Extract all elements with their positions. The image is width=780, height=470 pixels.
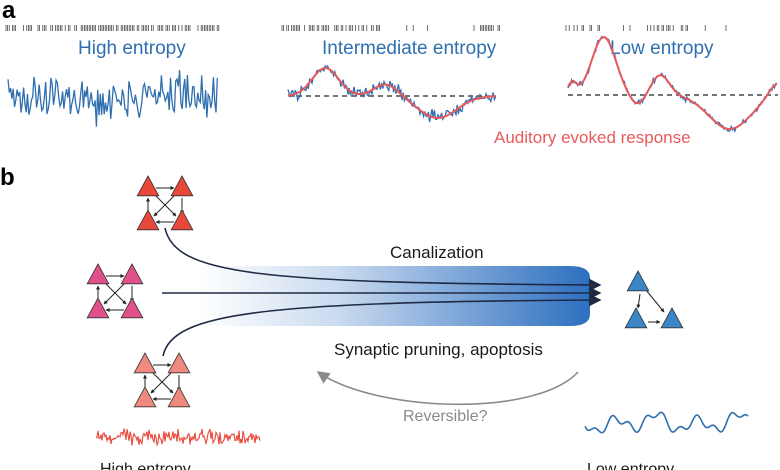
flow-arrow-bottom <box>162 293 602 357</box>
network-low-entropy <box>624 270 684 329</box>
evoked-curve-intermediate <box>287 66 496 119</box>
trace-title-intermediate-entropy: Intermediate entropy <box>322 38 497 59</box>
reversible-arrow <box>316 371 579 406</box>
synapse-link <box>150 370 174 394</box>
panel-a-letter: a <box>2 0 16 24</box>
neuron-triangle <box>133 352 157 374</box>
neuron-triangle <box>120 263 144 285</box>
reversible-label: Reversible? <box>403 408 488 425</box>
neuron-triangle <box>133 386 157 408</box>
neuron-triangle <box>86 263 110 285</box>
low-entropy-label: Low entropy <box>587 461 674 470</box>
neuron-triangle <box>167 386 191 408</box>
network-high-entropy-middle <box>86 263 144 319</box>
neuron-triangle <box>167 352 191 374</box>
pruning-label: Synaptic pruning, apoptosis <box>334 340 543 359</box>
neuron-triangle <box>624 307 648 329</box>
neuron-triangle <box>170 209 194 231</box>
neuron-triangle <box>86 297 110 319</box>
trace-high-entropy <box>7 70 218 127</box>
trace-intermediate-entropy <box>287 64 497 123</box>
raster-low-entropy <box>565 25 727 31</box>
raster-high-entropy <box>5 25 220 31</box>
neuron-triangle <box>136 175 160 197</box>
network-high-entropy-bottom <box>133 352 191 408</box>
canalization-label: Canalization <box>390 243 484 262</box>
signal-high-entropy <box>95 428 261 447</box>
high-entropy-label: High entropy <box>100 461 191 470</box>
network-high-entropy-top <box>136 175 194 231</box>
synapse-link <box>153 193 177 217</box>
canalization-funnel <box>200 266 590 326</box>
synapse-link <box>645 289 665 313</box>
trace-title-low-entropy: Low entropy <box>610 38 714 59</box>
flow-arrow-top <box>164 227 602 292</box>
neuron-triangle <box>660 307 684 329</box>
neuron-triangle <box>626 270 650 292</box>
raster-intermediate-entropy <box>281 25 500 31</box>
trace-title-high-entropy: High entropy <box>78 38 186 59</box>
neuron-triangle <box>120 297 144 319</box>
synapse-link <box>103 281 127 305</box>
synapse-link <box>636 293 641 309</box>
panel-b-letter: b <box>0 164 15 191</box>
neuron-triangle <box>170 175 194 197</box>
auditory-evoked-label: Auditory evoked response <box>494 128 691 147</box>
evoked-curve-low <box>567 35 778 130</box>
signal-low-entropy <box>584 411 749 434</box>
neuron-triangle <box>136 209 160 231</box>
